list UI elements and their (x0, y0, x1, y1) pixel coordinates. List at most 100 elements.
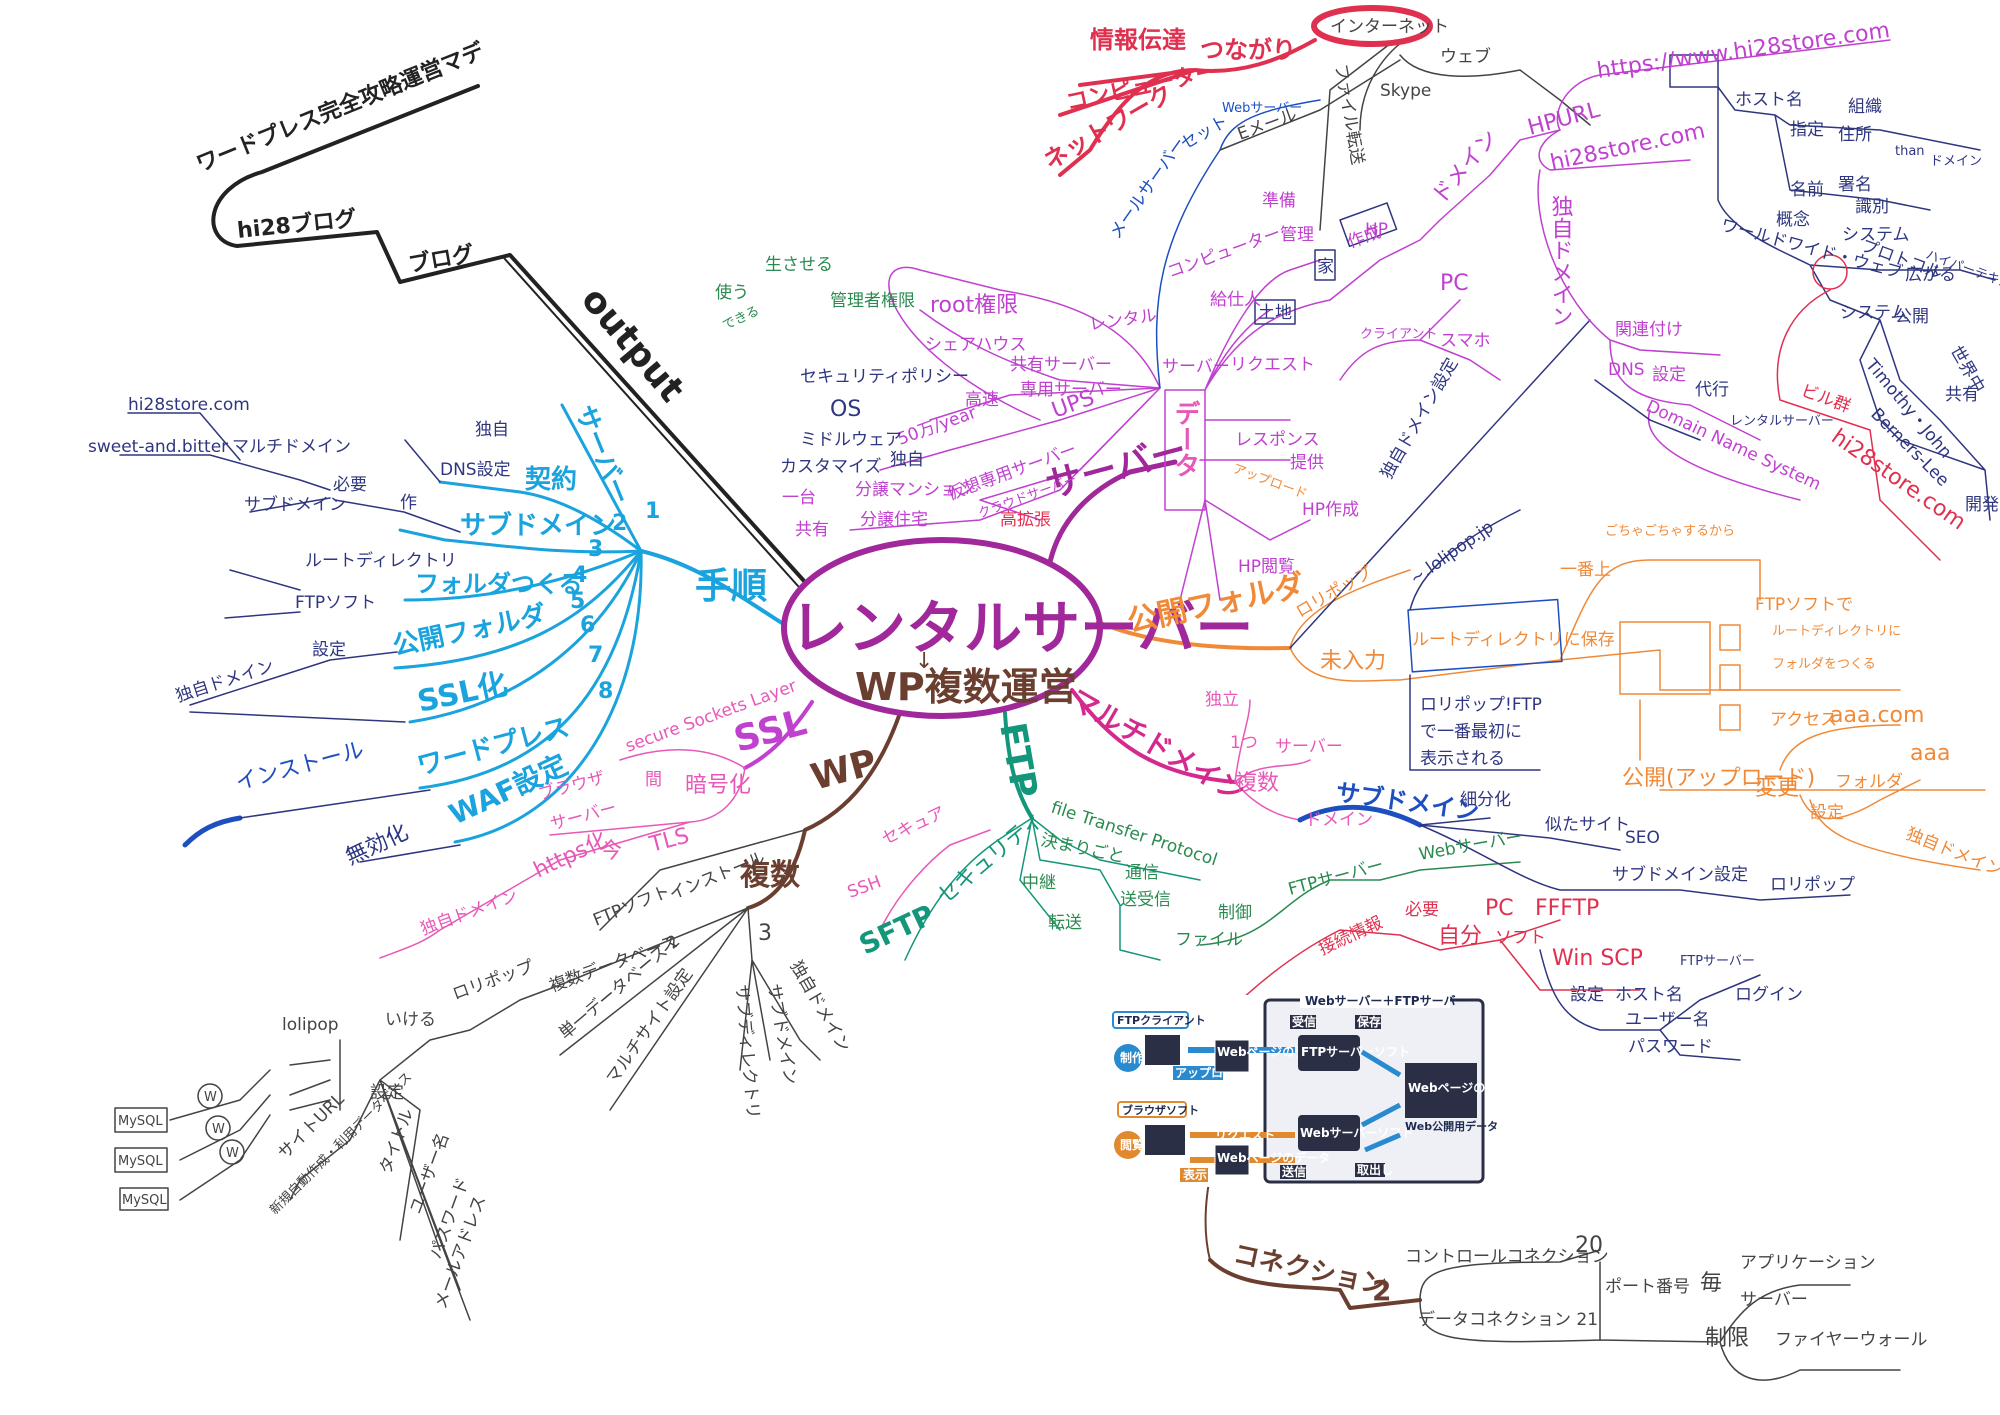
ftp-label: 制御 (1218, 903, 1252, 923)
pf-label: 公開(アップロード) (1622, 766, 1815, 791)
connection-branch: コネクション 2 コントロールコネクション 20 データコネクション 21 ポー… (1231, 1233, 1928, 1351)
md-label: SEO (1625, 828, 1660, 848)
central-title: レンタルサーバー (790, 594, 1253, 662)
step-public-folder: 公開フォルダ (390, 599, 549, 662)
md-label: サブドメイン設定 (1612, 864, 1748, 885)
client-label: パスワード (1628, 1037, 1713, 1057)
ftp-label: 中継 (1022, 873, 1056, 893)
ftp-label: 転送 (1048, 913, 1082, 933)
server-label: 生させる (765, 255, 833, 275)
fig-browser-soft: ブラウザソフト (1122, 1103, 1199, 1117)
hp-label: 家 (1317, 257, 1334, 277)
md-label: 独立 (1205, 690, 1239, 710)
pf-label: 設定 (1810, 803, 1844, 823)
client-label: 接続情報 (1316, 913, 1386, 960)
detail: マルチドメイン (232, 437, 351, 457)
detail: sweet-and.bitter (88, 437, 228, 457)
pf-label: フォルダをつくる (1772, 657, 1876, 672)
md-label: 細分化 (1460, 790, 1511, 810)
detail: インストール (233, 738, 367, 796)
client-label: Win SCP (1552, 946, 1643, 971)
web-label: 共有 (1945, 385, 1979, 405)
wp-title: WP (807, 742, 881, 799)
client-label: PC (1485, 896, 1514, 921)
web-label: 識別 (1855, 197, 1889, 217)
pf-label: aaa (1910, 741, 1950, 766)
server-title: サーバー (1042, 430, 1191, 507)
server-label: レンタル (1088, 306, 1158, 335)
internet-label: ウェブ (1440, 46, 1491, 67)
detail: 設定 (312, 640, 346, 660)
url-label: 関連付け (1615, 320, 1683, 340)
wordpress-circle: W (204, 1090, 217, 1105)
pf-label: 変更 (1755, 776, 1799, 801)
step-number: 1 (645, 499, 660, 524)
server-label: 共有サーバー (1010, 355, 1112, 375)
fig-ftp-client: FTPクライアント (1117, 1014, 1206, 1027)
fig-webpage-data: Webページのデータ (1217, 1150, 1330, 1165)
ftp-label: セキュア (879, 803, 949, 850)
step-number: 7 (588, 643, 603, 668)
url-label: レンタルサーバー (1730, 414, 1834, 429)
conn-label: 毎 (1700, 1271, 1722, 1296)
pf-label: で一番最初に (1420, 722, 1522, 742)
server-label: カスタマイズ (780, 457, 882, 477)
url-label: 設定 (1652, 365, 1686, 385)
internet-label: Webサーバー (1222, 101, 1302, 116)
pf-label: ごちゃごちゃするから (1605, 523, 1735, 539)
ftp-label: file Transfer Protocol (1048, 798, 1219, 871)
ftp-label: Webサーバー (1417, 827, 1524, 865)
fig-web-server-soft: Webサーバーソフト (1300, 1126, 1413, 1140)
url-label: DNS (1608, 360, 1645, 380)
wp-branch: WP 複数 インストール FTPソフト 複数データベース 単一データベース 2 … (114, 742, 881, 1312)
install-label: lolipop (282, 1015, 339, 1035)
server-label: 50万/year (895, 403, 979, 450)
fig-web-public-data: Web公開用データ (1405, 1119, 1498, 1133)
web-label: システム (1840, 303, 1908, 323)
internet-label: 情報伝達 (1090, 26, 1186, 54)
wp-label: 3 (758, 921, 772, 946)
web-label: 開発 (1965, 495, 1999, 515)
pf-label: ルートディレクトリに (1772, 623, 1901, 639)
hp-label: 土地 (1258, 303, 1292, 323)
web-label: 名前 (1790, 180, 1824, 200)
wp-label: 独自ドメイン (786, 958, 854, 1056)
detail: hi28store.com (128, 395, 250, 415)
client-label: FTPサーバー (1680, 954, 1755, 969)
hp-label: クライアント (1360, 327, 1437, 342)
web-label: ビル群 (1798, 381, 1853, 417)
web-label: 指定 (1790, 120, 1824, 140)
detail: 独自 (475, 420, 509, 440)
web-label: 署名 (1838, 175, 1872, 195)
ssl-label: 間 (645, 770, 662, 790)
client-label: ホスト名 (1615, 985, 1683, 1005)
central-arrow: ↓ (915, 649, 933, 674)
hp-label: PC (1440, 271, 1469, 296)
wordpress-circle: W (212, 1122, 225, 1137)
web-label: 概念 (1776, 209, 1810, 230)
server-branch: サーバー レンタル root権限 管理者権限 生させる 使う できる シェアハウ… (715, 125, 1503, 577)
pf-label: 独自ドメイン設定 (1377, 355, 1462, 483)
pf-label: 独自ドメイン (1903, 824, 2000, 881)
mysql-box: MySQL (118, 1114, 163, 1129)
pf-label: FTPソフトで (1755, 595, 1853, 615)
ssl-label: TLS (646, 823, 692, 858)
server-label: 分譲住宅 (860, 510, 928, 530)
server-label: ミドルウェア (800, 430, 902, 450)
output-branch: output ブログ hi28ブログ ワードプレス完全攻略運営マデ (193, 38, 693, 410)
install-label: 設定 (370, 1083, 404, 1103)
pf-label: ロリポップ!FTP (1420, 695, 1542, 715)
client-label: 必要 (1405, 900, 1439, 920)
ftp-label: FTPサーバー (1286, 855, 1386, 900)
pf-label: 表示される (1420, 749, 1505, 769)
server-label: root権限 (930, 293, 1018, 318)
web-label: システム (1842, 225, 1910, 245)
ssl-label: 今 (600, 839, 622, 864)
ftp-label: 送受信 (1120, 890, 1171, 910)
pf-label: 一番上 (1560, 560, 1611, 580)
install-label: ロリポップ (450, 957, 537, 1005)
hp-label: 提供 (1290, 453, 1324, 473)
ftp-label: ファイル (1175, 930, 1243, 950)
wp-label: FTPソフト (590, 882, 673, 931)
md-label: サーバー (1275, 737, 1343, 757)
